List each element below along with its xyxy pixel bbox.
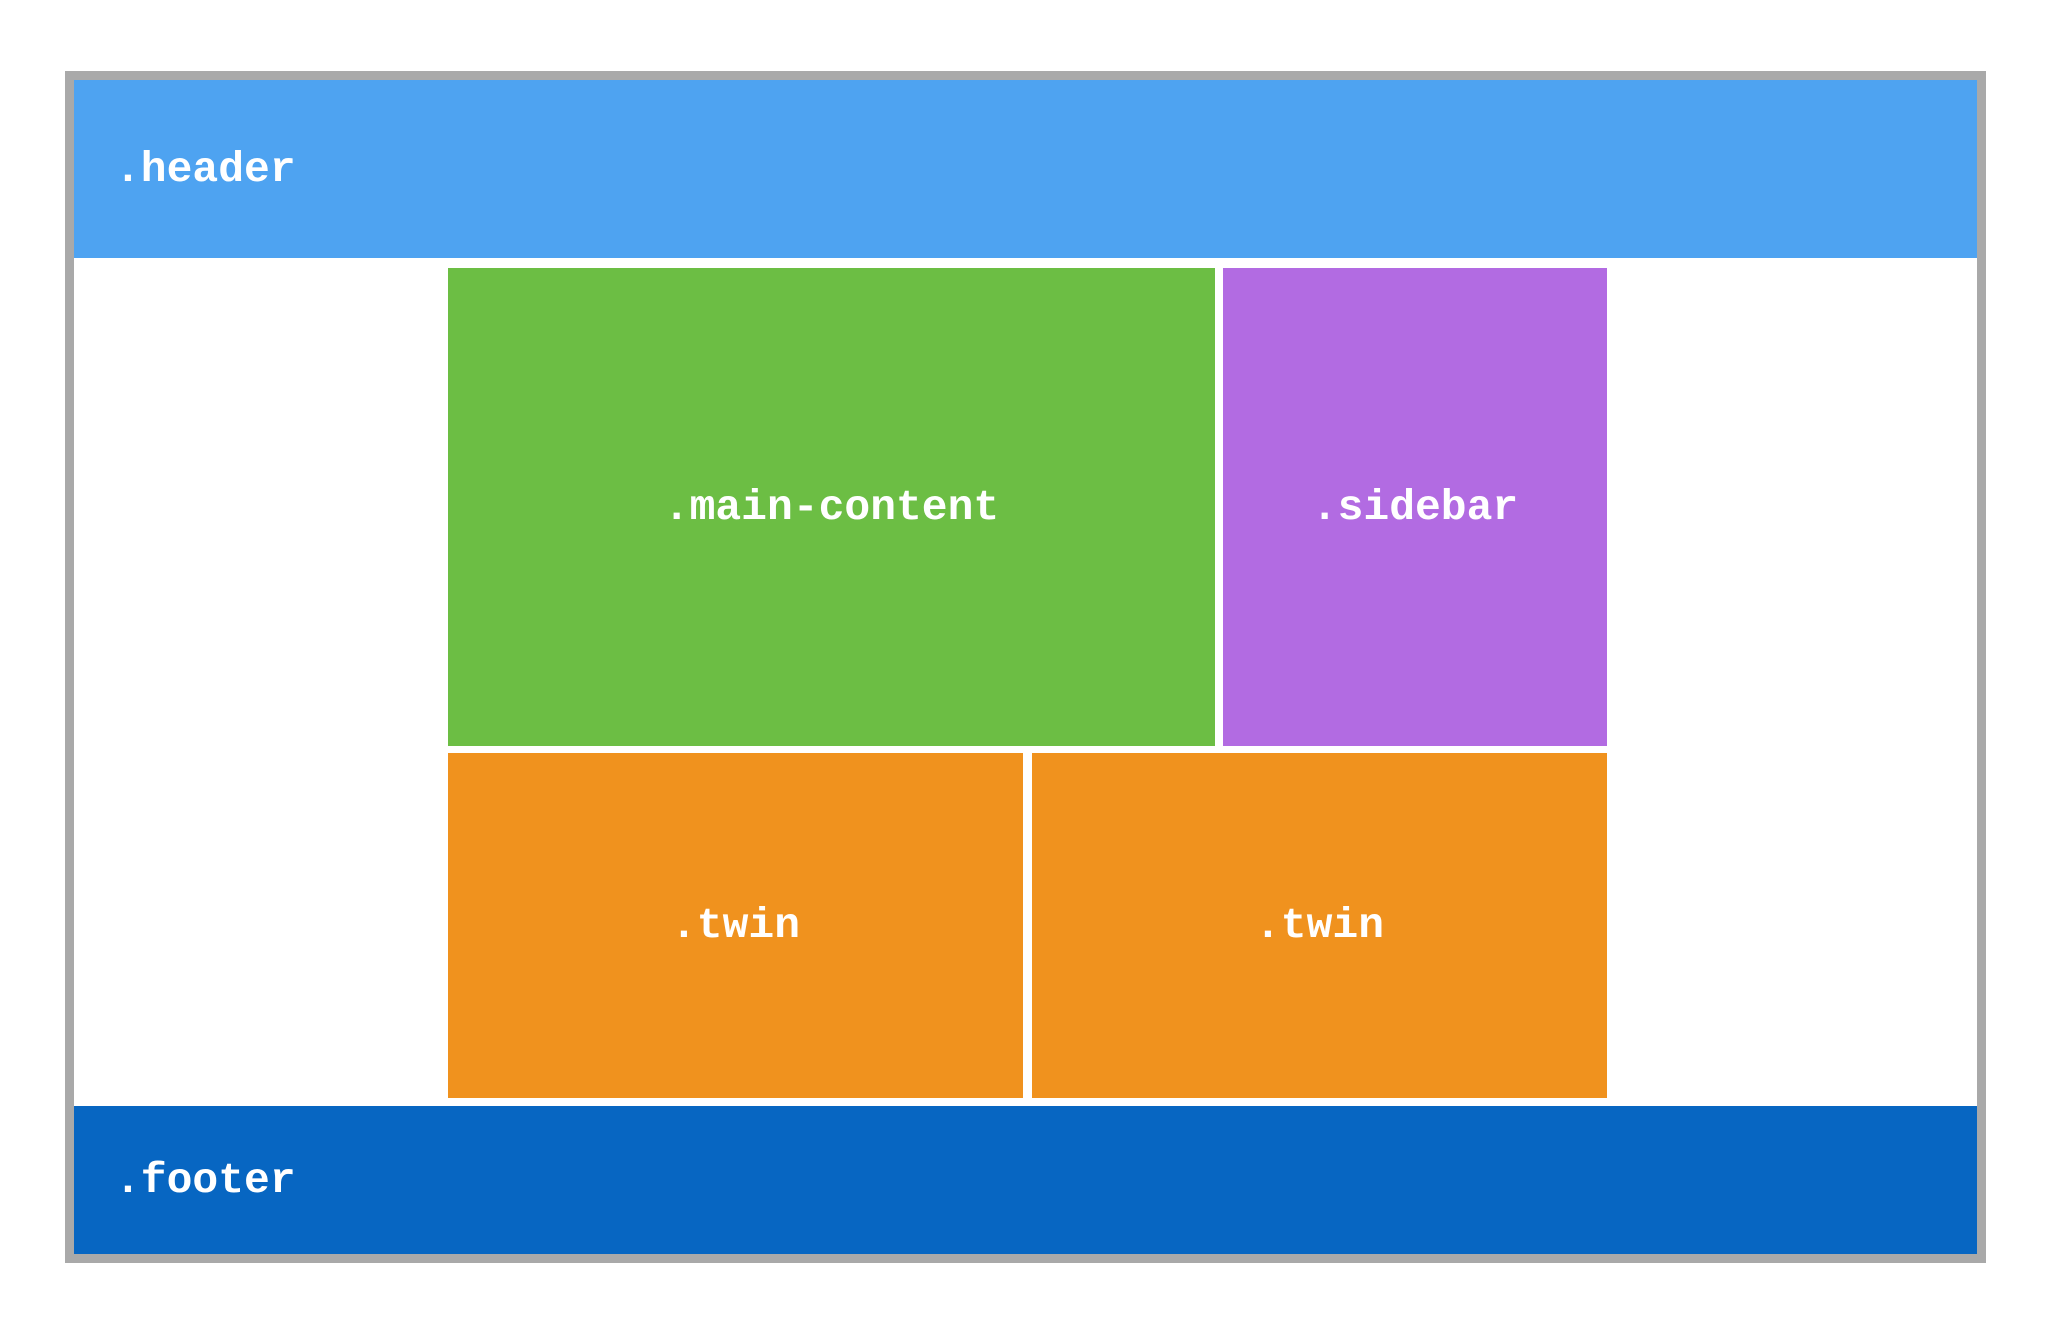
header-label: .header bbox=[115, 144, 296, 194]
footer-label: .footer bbox=[115, 1155, 296, 1205]
layout-diagram-canvas: .header .main-content .sidebar .twin .tw… bbox=[74, 80, 1977, 1254]
twin-right-label: .twin bbox=[1254, 901, 1385, 950]
twin-box-right: .twin bbox=[1032, 753, 1607, 1098]
sidebar-label: .sidebar bbox=[1311, 482, 1519, 532]
layout-diagram-frame: .header .main-content .sidebar .twin .tw… bbox=[65, 71, 1986, 1263]
footer-box: .footer bbox=[74, 1106, 1977, 1254]
main-content-box: .main-content bbox=[448, 268, 1215, 746]
twin-left-label: .twin bbox=[670, 901, 801, 950]
sidebar-box: .sidebar bbox=[1223, 268, 1607, 746]
twin-box-left: .twin bbox=[448, 753, 1023, 1098]
header-box: .header bbox=[74, 80, 1977, 258]
main-content-label: .main-content bbox=[663, 482, 1000, 532]
